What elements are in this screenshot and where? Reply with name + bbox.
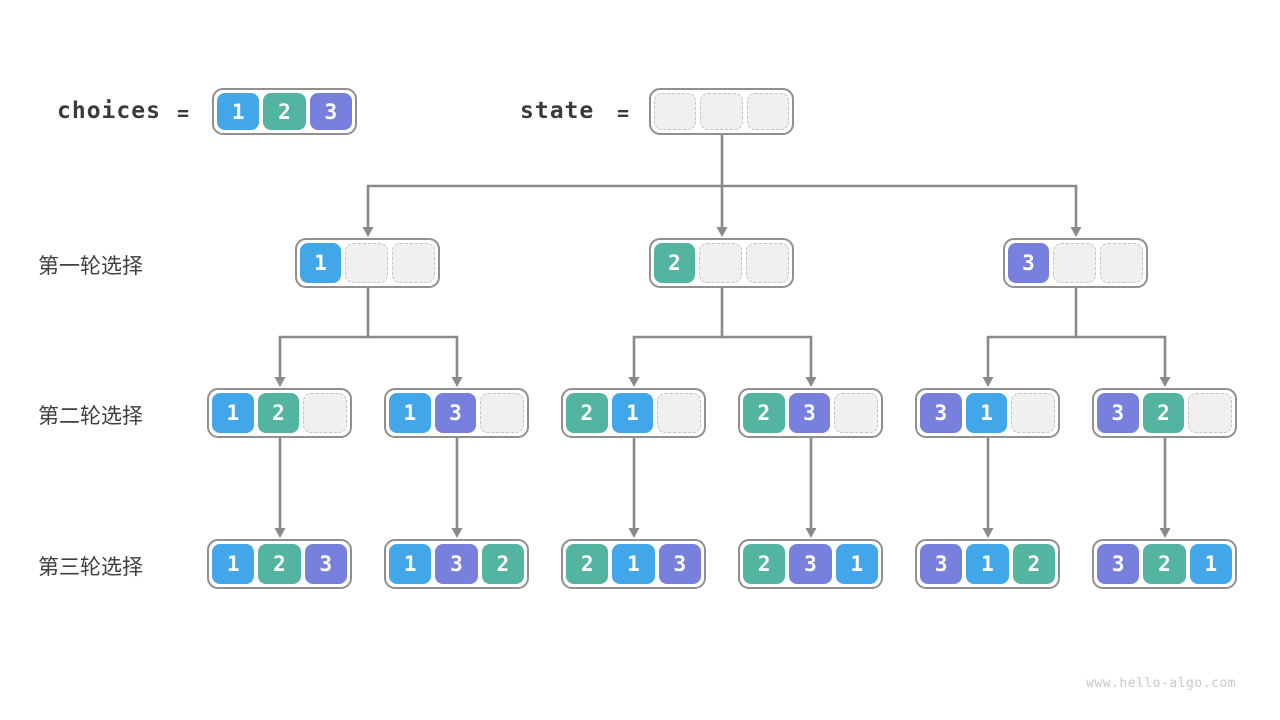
value-cell-1: 1 [611,393,654,433]
state-equals-sign: = [617,101,630,125]
value-cell-1: 1 [612,544,655,584]
value-cell-3: 3 [1097,393,1139,433]
value-cell-1: 1 [965,393,1008,433]
state-box [649,88,794,135]
tree-node-l1-2: 3 [1003,238,1148,288]
value-cell-2: 2 [258,544,301,584]
state-label: state [520,98,595,124]
empty-cell [746,243,789,283]
watermark-url: www.hello-algo.com [1086,676,1236,691]
empty-cell [700,93,743,130]
value-cell-3: 3 [304,544,347,584]
value-cell-3: 3 [920,393,962,433]
value-cell-3: 3 [788,393,831,433]
value-cell-2: 2 [566,393,608,433]
value-cell-3: 3 [435,544,478,584]
value-cell-1: 1 [1189,544,1232,584]
row-label-round-3: 第三轮选择 [38,556,143,579]
value-cell-2: 2 [257,393,300,433]
value-cell-1: 1 [389,393,431,433]
value-cell-1: 1 [212,544,255,584]
value-cell-2: 2 [1012,544,1055,584]
row-label-round-1: 第一轮选择 [38,255,143,278]
value-cell-1: 1 [835,544,878,584]
choices-equals-sign: = [177,101,190,125]
choices-label: choices [57,98,161,124]
value-cell-3: 3 [1008,243,1049,283]
value-cell-1: 1 [217,93,260,130]
value-cell-1: 1 [966,544,1009,584]
empty-cell [1011,393,1056,433]
value-cell-3: 3 [309,93,352,130]
value-cell-2: 2 [481,544,524,584]
empty-cell [1100,243,1143,283]
tree-node-l1-1: 2 [649,238,794,288]
value-cell-1: 1 [300,243,341,283]
value-cell-2: 2 [263,93,306,130]
value-cell-1: 1 [212,393,254,433]
empty-cell [392,243,435,283]
value-cell-3: 3 [658,544,701,584]
empty-cell [657,393,702,433]
value-cell-1: 1 [389,544,432,584]
empty-cell [480,393,525,433]
empty-cell [699,243,742,283]
empty-cell [1188,393,1233,433]
empty-cell [746,93,789,130]
value-cell-2: 2 [1143,544,1186,584]
value-cell-2: 2 [654,243,695,283]
tree-node-l1-0: 1 [295,238,440,288]
value-cell-3: 3 [789,544,832,584]
empty-cell [654,93,697,130]
value-cell-2: 2 [743,544,786,584]
empty-cell [1053,243,1096,283]
value-cell-3: 3 [434,393,477,433]
empty-cell [345,243,388,283]
value-cell-2: 2 [1142,393,1185,433]
value-cell-2: 2 [743,393,785,433]
value-cell-3: 3 [1097,544,1140,584]
row-label-round-2: 第二轮选择 [38,405,143,428]
empty-cell [834,393,879,433]
value-cell-2: 2 [566,544,609,584]
empty-cell [303,393,348,433]
value-cell-3: 3 [920,544,963,584]
